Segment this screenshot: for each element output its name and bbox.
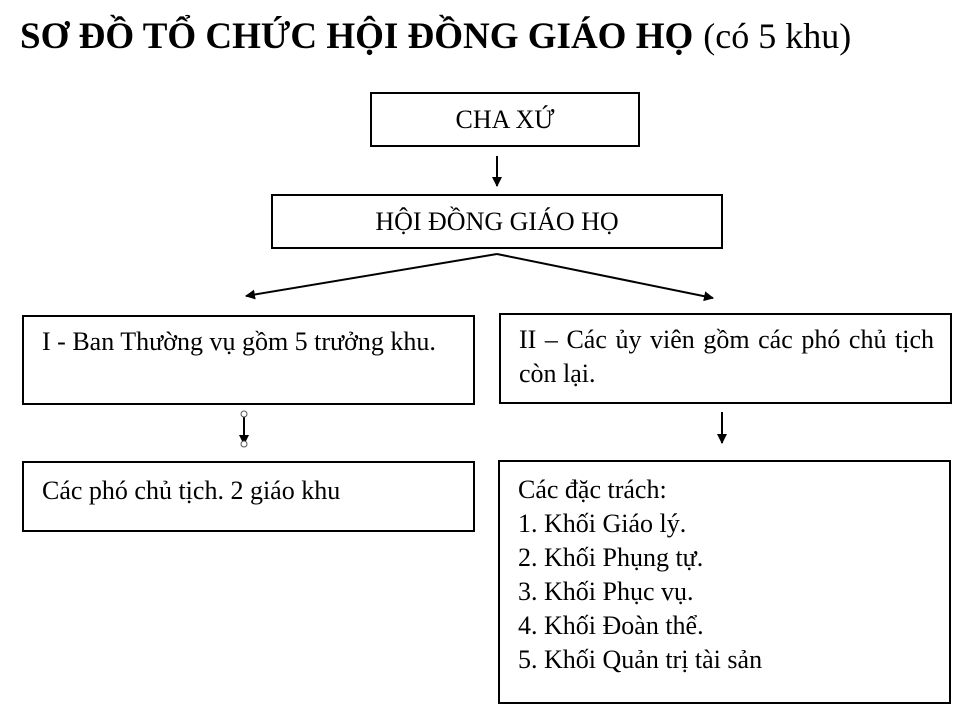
node-cha-xu-label: CHA XỨ [455,104,555,134]
dac-trach-item: 5. Khối Quản trị tài sản [518,645,763,674]
node-uy-vien-label: II – Các ủy viên gồm các phó chủ tịch cò… [519,325,934,388]
node-hoi-dong-label: HỘI ĐỒNG GIÁO HỌ [375,206,619,236]
node-uy-vien: II – Các ủy viên gồm các phó chủ tịch cò… [499,313,952,404]
dac-trach-item: 2. Khối Phụng tự. [518,543,704,572]
dac-trach-item: 1. Khối Giáo lý. [518,509,687,538]
node-ban-thuong-vu-label: I - Ban Thường vụ gồm 5 trưởng khu. [42,327,436,356]
title-main: SƠ ĐỒ TỔ CHỨC HỘI ĐỒNG GIÁO HỌ [20,16,694,57]
handle-bottom-dot [240,440,248,448]
node-dac-trach: Các đặc trách: 1. Khối Giáo lý. 2. Khối … [498,460,951,704]
diagram-title: SƠ ĐỒ TỔ CHỨC HỘI ĐỒNG GIÁO HỌ(có 5 khu) [20,8,965,64]
node-cha-xu: CHA XỨ [370,92,640,147]
node-ban-thuong-vu: I - Ban Thường vụ gồm 5 trưởng khu. [22,315,475,405]
dac-trach-item: 3. Khối Phục vụ. [518,577,694,606]
handle-top-dot [240,410,248,418]
arrow-hoi-dong-to-ban-thuong-vu [245,253,498,300]
node-pho-chu-tich: Các phó chủ tịch. 2 giáo khu [22,461,475,532]
dac-trach-item: 4. Khối Đoàn thể. [518,611,704,640]
node-hoi-dong-giao-ho: HỘI ĐỒNG GIÁO HỌ [271,194,723,249]
node-pho-chu-tich-label: Các phó chủ tịch. 2 giáo khu [42,476,341,505]
arrow-hoi-dong-to-uy-vien [496,253,714,302]
dac-trach-heading: Các đặc trách: [518,475,667,504]
title-suffix: (có 5 khu) [703,16,852,56]
